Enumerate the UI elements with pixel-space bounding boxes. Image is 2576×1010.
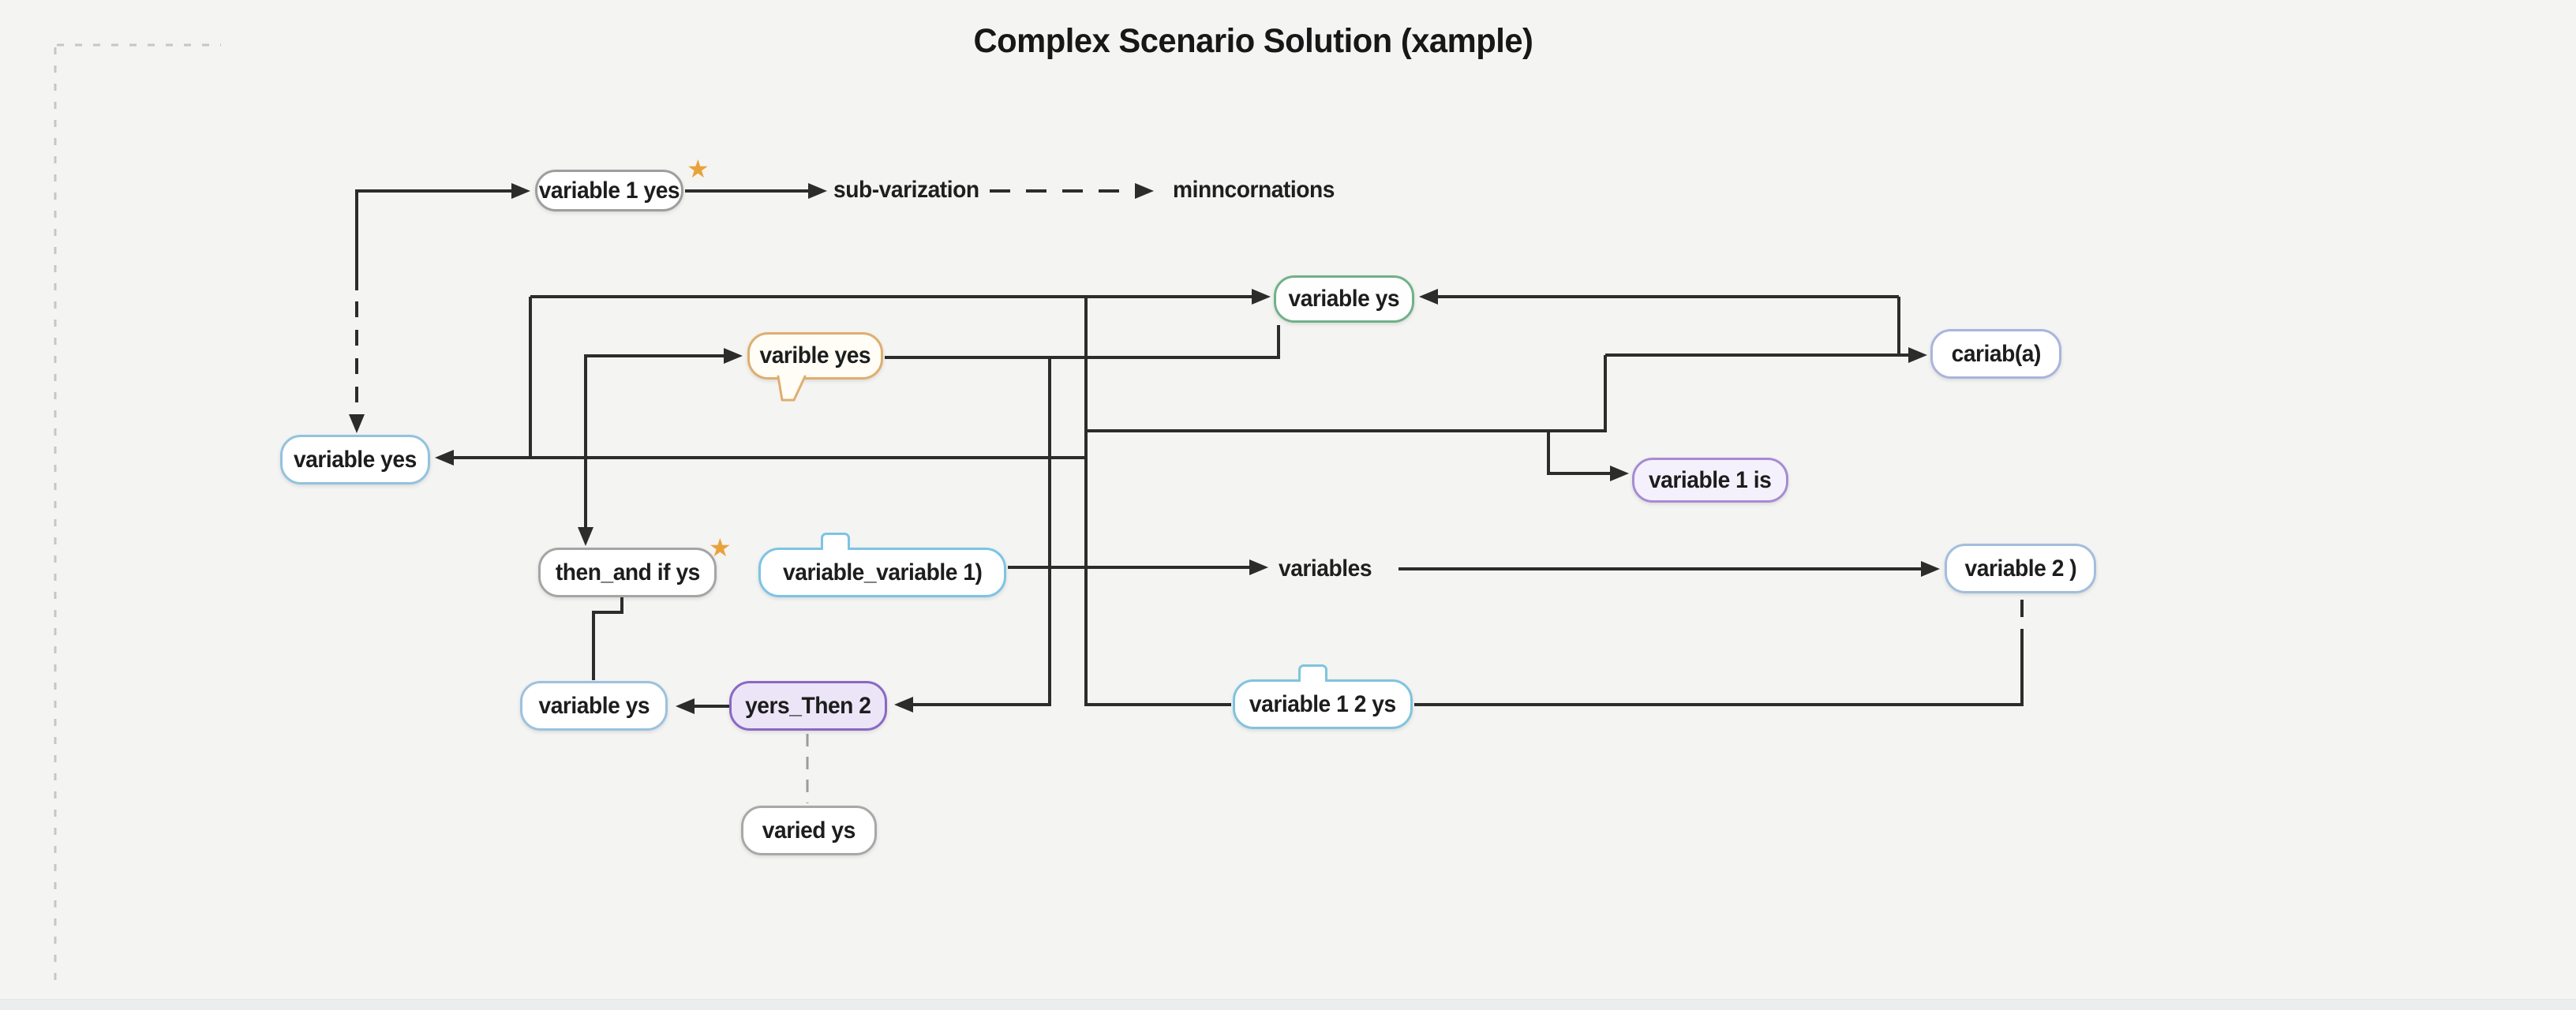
node-then-and-if-ys[interactable]: then_and if ys xyxy=(538,548,717,597)
edge-mid-shelf xyxy=(1086,355,1607,432)
arrow-into-variableyes-side xyxy=(435,450,454,466)
edge-start-to-variable1yes xyxy=(355,189,518,290)
node-varied-ys[interactable]: varied ys xyxy=(741,806,877,855)
node-top-tab xyxy=(1298,664,1327,682)
node-variable-yes-left[interactable]: variable yes xyxy=(280,435,430,484)
arrow-into-variableyes-top xyxy=(349,414,365,433)
arrowheads xyxy=(349,183,1940,714)
node-top-tab xyxy=(821,533,850,550)
node-varible-yes-bubble[interactable]: varible yes xyxy=(747,332,883,380)
node-label: varied ys xyxy=(762,817,856,844)
edge-corner-bubble-thenand xyxy=(584,354,729,540)
arrow-into-variable2 xyxy=(1921,561,1940,577)
edge-thenand-to-variableys-bottom xyxy=(592,597,623,680)
node-label: then_and if ys xyxy=(555,559,700,585)
edge-bubble-to-green-bottom xyxy=(885,325,1280,359)
label-variables: variables xyxy=(1279,556,1372,582)
edge-vertical-E-to-yersthen2 xyxy=(906,357,1051,706)
edge-vertical-D-to-variable12ys xyxy=(1084,297,1231,706)
arrow-into-subvarization xyxy=(808,183,827,199)
star-icon: ★ xyxy=(687,155,710,183)
label-sub-varization: sub-varization xyxy=(833,177,979,203)
node-label: variable 2 ) xyxy=(1964,555,2076,582)
connector-edges xyxy=(355,189,2024,708)
node-label: variable 1 yes xyxy=(538,177,680,204)
node-variable-1-yes[interactable]: variable 1 yes xyxy=(535,170,683,211)
node-variable-1-is[interactable]: variable 1 is xyxy=(1632,458,1788,503)
star-icon: ★ xyxy=(709,533,732,562)
node-label: variable yes xyxy=(294,446,417,473)
node-label: varible yes xyxy=(759,342,871,368)
arrow-into-variable1yes xyxy=(511,183,530,199)
bottom-edge-strip xyxy=(0,999,2576,1010)
arrow-into-thenand xyxy=(578,527,593,546)
arrow-into-green-right xyxy=(1419,289,1438,305)
arrow-into-variable1is xyxy=(1610,466,1629,481)
node-variable-ys-green[interactable]: variable ys xyxy=(1274,275,1414,323)
dashed-guide-frame xyxy=(54,43,221,982)
node-yers-then-2[interactable]: yers_Then 2 xyxy=(729,681,887,731)
node-label: variable ys xyxy=(538,692,650,719)
arrow-into-green-left xyxy=(1252,289,1271,305)
node-label: variable 1 is xyxy=(1649,466,1772,493)
arrow-into-minncornations xyxy=(1135,183,1154,199)
node-label: variable ys xyxy=(1288,286,1400,312)
node-variable-1-2-ys[interactable]: variable 1 2 ys xyxy=(1233,664,1413,729)
edge-into-variable1is xyxy=(1547,431,1615,475)
arrow-into-bubble xyxy=(724,348,743,364)
node-label: variable_variable 1) xyxy=(782,559,983,585)
page-title: Complex Scenario Solution (xample) xyxy=(973,22,1533,60)
node-variable-2[interactable]: variable 2 ) xyxy=(1945,544,2096,593)
node-cariab-a[interactable]: cariab(a) xyxy=(1930,329,2061,379)
node-label: variable 1 2 ys xyxy=(1249,690,1396,717)
edge-variable2-to-variable12ys xyxy=(1414,629,2024,706)
arrow-into-variables xyxy=(1249,559,1268,575)
node-variable-variable-1[interactable]: variable_variable 1) xyxy=(758,533,1006,597)
arrow-into-variableys-bottom xyxy=(676,698,695,714)
arrow-into-cariab xyxy=(1908,347,1927,363)
label-minncornations: minncornations xyxy=(1173,177,1335,203)
arrow-into-yersthen2 xyxy=(894,697,913,713)
node-label: cariab(a) xyxy=(1951,340,2041,367)
node-variable-ys-bottom[interactable]: variable ys xyxy=(520,681,668,731)
node-label: yers_Then 2 xyxy=(745,692,871,719)
